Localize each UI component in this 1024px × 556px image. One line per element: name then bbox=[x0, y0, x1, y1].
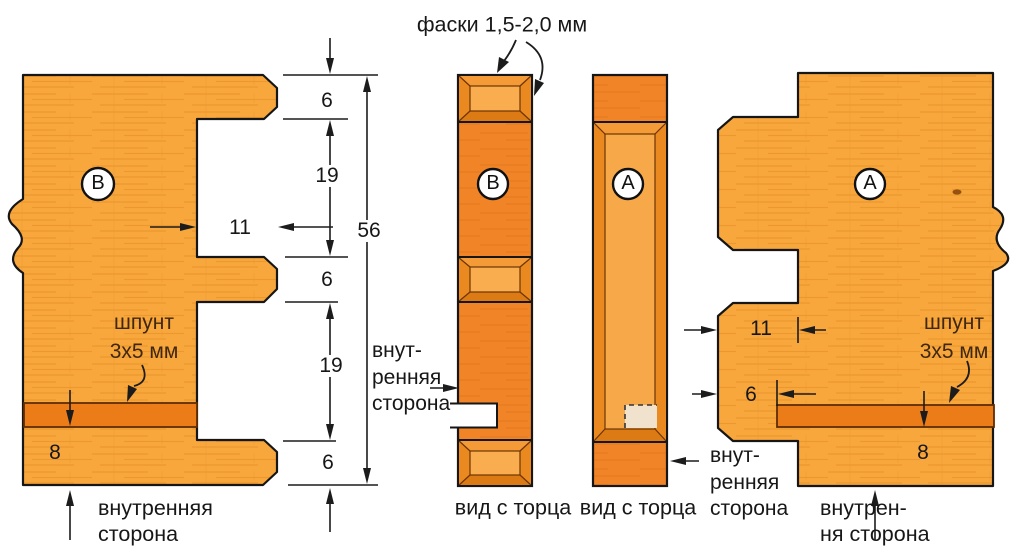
arrowheads bbox=[66, 57, 960, 506]
dim-6-bottom: 6 bbox=[322, 450, 334, 474]
inner-side-label-a-profile: внутрен- ня сторона bbox=[820, 496, 930, 547]
letter-a-profile: А bbox=[863, 172, 877, 195]
tongue-note-b-line1: шпунт bbox=[114, 311, 174, 334]
inner-side-label-a-end: внут- ренняя сторона bbox=[710, 443, 788, 523]
board-a-profile bbox=[716, 71, 1010, 488]
tongue-note-a-line2: 3х5 мм bbox=[919, 340, 989, 363]
dim-6-board-a: 6 bbox=[745, 382, 757, 406]
hidden-groove-dashed bbox=[624, 404, 657, 428]
inner-side-label-b-end: внут- ренняя сторона bbox=[372, 338, 450, 418]
dim-11-board-b: 11 bbox=[229, 215, 251, 239]
board-a-end-view bbox=[591, 73, 669, 488]
inner-side-a-line2: ня сторона bbox=[820, 521, 930, 546]
dim-6-top: 6 bbox=[321, 88, 333, 112]
dim-56-total: 56 bbox=[354, 219, 384, 243]
dim-8-board-b: 8 bbox=[49, 440, 61, 464]
chamfer-panel-top bbox=[457, 74, 533, 123]
letter-b-end: В bbox=[486, 172, 500, 195]
chamfer-panel-long bbox=[592, 121, 668, 443]
dimension-lines bbox=[69, 38, 970, 540]
dim-11-board-a: 11 bbox=[750, 316, 772, 340]
letter-a-end: А bbox=[621, 172, 635, 195]
end-view-caption-b: вид с торца bbox=[454, 495, 572, 520]
dim-8-board-a: 8 bbox=[917, 440, 929, 464]
end-view-caption-a: вид с торца bbox=[579, 495, 697, 520]
circle-a-end bbox=[611, 167, 645, 201]
board-b-profile bbox=[7, 73, 279, 487]
letter-b-profile: В bbox=[91, 172, 105, 195]
dim-19-lower: 19 bbox=[316, 354, 346, 378]
groove-notch bbox=[448, 402, 498, 429]
tongue-groove-strip-b bbox=[23, 402, 198, 428]
chamfer-note: фаски 1,5-2,0 мм bbox=[416, 12, 588, 37]
inner-side-b-line2: сторона bbox=[98, 521, 179, 546]
chamfer-panel-bottom bbox=[457, 439, 533, 487]
inner-side-aend-line2: ренняя bbox=[710, 470, 780, 494]
circle-b-end bbox=[476, 167, 510, 201]
letter-circles bbox=[80, 166, 887, 202]
board-b-end-view bbox=[448, 73, 534, 488]
dim-6-middle: 6 bbox=[321, 267, 333, 291]
chamfer-panel-middle bbox=[457, 256, 533, 303]
tongue-note-a-line1: шпунт bbox=[924, 311, 984, 334]
wood-knot bbox=[952, 189, 962, 195]
circle-b-profile bbox=[80, 166, 116, 202]
circle-a-profile bbox=[853, 167, 887, 201]
inner-side-b-line1: внутренняя bbox=[98, 496, 213, 520]
tongue-note-b-line2: 3х5 мм bbox=[109, 340, 179, 363]
tongue-groove-strip-a bbox=[776, 404, 995, 428]
dim-19-upper: 19 bbox=[312, 164, 342, 188]
tongue-note-a: шпунт 3х5 мм bbox=[899, 308, 1009, 366]
tongue-note-b: шпунт 3х5 мм bbox=[96, 308, 192, 366]
inner-side-a-line1: внутрен- bbox=[820, 496, 907, 520]
inner-side-bend-line2: ренняя bbox=[372, 365, 442, 389]
inner-side-aend-line3: сторона bbox=[710, 497, 789, 520]
inner-side-bend-line3: сторона bbox=[372, 392, 451, 415]
inner-side-label-b-profile: внутренняя сторона bbox=[98, 496, 213, 547]
inner-side-aend-line1: внут- bbox=[710, 444, 760, 467]
inner-side-bend-line1: внут- bbox=[372, 339, 422, 362]
